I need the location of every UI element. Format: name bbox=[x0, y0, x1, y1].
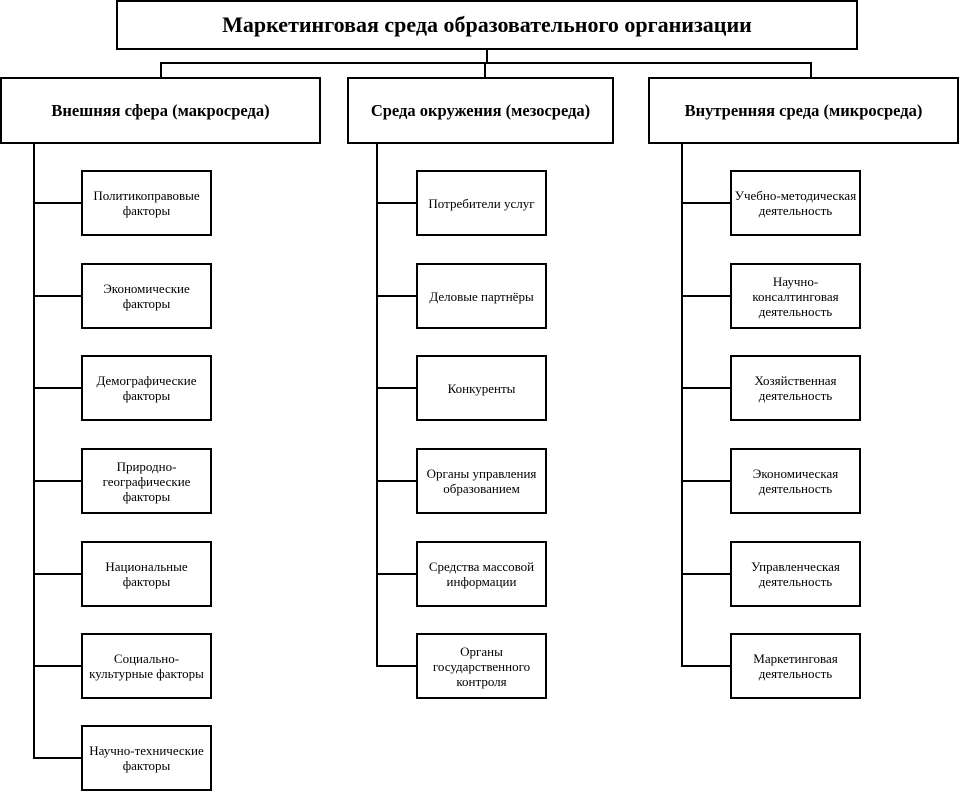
branch-line bbox=[681, 480, 730, 482]
branch-line bbox=[681, 202, 730, 204]
branch-line bbox=[681, 387, 730, 389]
factor-box: Научно-консалтинговая деятельность bbox=[730, 263, 861, 329]
branch-line bbox=[33, 387, 81, 389]
column-spine-line bbox=[33, 143, 35, 759]
connector-title-down bbox=[486, 49, 488, 64]
connector-left-down bbox=[160, 62, 162, 78]
column-spine-line bbox=[376, 143, 378, 667]
branch-line bbox=[376, 295, 416, 297]
branch-line bbox=[33, 665, 81, 667]
factor-box: Потребители услуг bbox=[416, 170, 547, 236]
factor-box: Природно-географические факторы bbox=[81, 448, 212, 514]
factor-box: Средства массовой информации bbox=[416, 541, 547, 607]
diagram-title: Маркетинговая среда образовательного орг… bbox=[116, 0, 858, 50]
factor-box: Конкуренты bbox=[416, 355, 547, 421]
factor-box: Органы управления образованием bbox=[416, 448, 547, 514]
connector-right-down bbox=[810, 62, 812, 78]
factor-box: Экономическая деятельность bbox=[730, 448, 861, 514]
factor-box: Научно-технические факторы bbox=[81, 725, 212, 791]
branch-line bbox=[376, 480, 416, 482]
factor-box: Органы государственного контроля bbox=[416, 633, 547, 699]
branch-line bbox=[376, 665, 416, 667]
branch-line bbox=[33, 480, 81, 482]
connector-horizontal bbox=[160, 62, 812, 64]
factor-box: Политикоправовые факторы bbox=[81, 170, 212, 236]
factor-box: Хозяйственная деятельность bbox=[730, 355, 861, 421]
column-spine-line bbox=[681, 143, 683, 667]
factor-box: Маркетинговая деятельность bbox=[730, 633, 861, 699]
factor-box: Национальные факторы bbox=[81, 541, 212, 607]
factor-box: Деловые партнёры bbox=[416, 263, 547, 329]
branch-line bbox=[33, 202, 81, 204]
header-macro-environment: Внешняя сфера (макросреда) bbox=[0, 77, 321, 144]
connector-middle-down bbox=[484, 62, 486, 78]
factor-box: Демографические факторы bbox=[81, 355, 212, 421]
factor-box: Социально-культурные факторы bbox=[81, 633, 212, 699]
header-meso-environment: Среда окружения (мезосреда) bbox=[347, 77, 614, 144]
branch-line bbox=[681, 295, 730, 297]
branch-line bbox=[33, 295, 81, 297]
branch-line bbox=[376, 387, 416, 389]
branch-line bbox=[376, 202, 416, 204]
factor-box: Учебно-методическая деятельность bbox=[730, 170, 861, 236]
branch-line bbox=[376, 573, 416, 575]
branch-line bbox=[681, 665, 730, 667]
branch-line bbox=[33, 757, 81, 759]
header-micro-environment: Внутренняя среда (микросреда) bbox=[648, 77, 959, 144]
branch-line bbox=[33, 573, 81, 575]
factor-box: Экономические факторы bbox=[81, 263, 212, 329]
branch-line bbox=[681, 573, 730, 575]
factor-box: Управленческая деятельность bbox=[730, 541, 861, 607]
